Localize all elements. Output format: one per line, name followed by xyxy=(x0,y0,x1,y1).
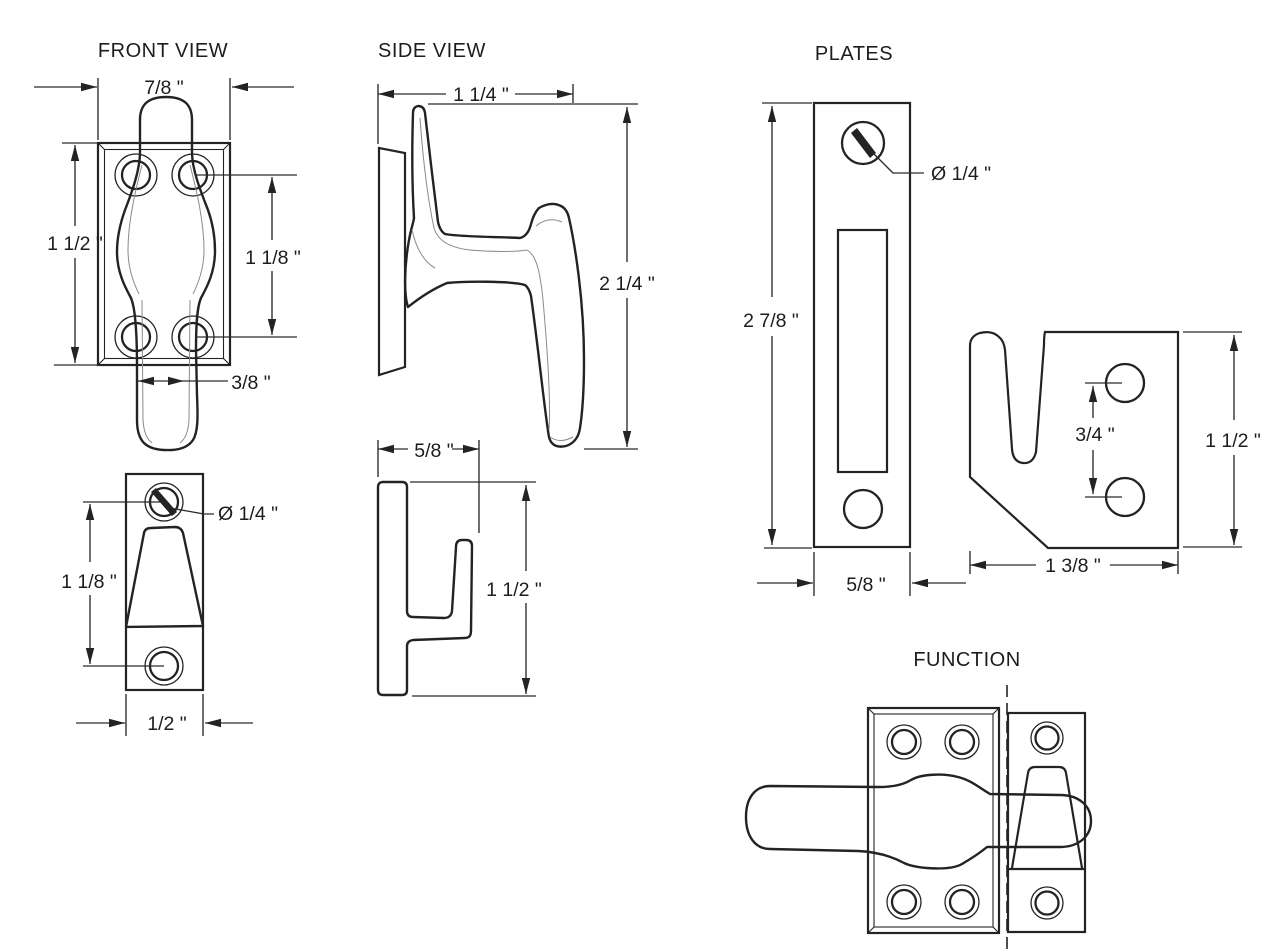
side-mount-strip xyxy=(377,146,407,377)
function-handle xyxy=(744,773,1093,870)
front-latch-plate xyxy=(96,141,232,367)
dim-label-front-height: 1 1/2 " xyxy=(47,233,103,255)
plates-title: PLATES xyxy=(815,43,893,65)
dim-label-side-keeper-depth: 5/8 " xyxy=(414,440,454,462)
dim-front-hole-spacing: 1 1/8 " xyxy=(196,174,301,338)
front-keeper-plate xyxy=(124,472,205,692)
side-view-title: SIDE VIEW xyxy=(378,40,486,62)
dim-label-keeper-screw-dia: Ø 1/4 " xyxy=(218,503,278,525)
function-title: FUNCTION xyxy=(913,649,1020,671)
hook-plate xyxy=(968,330,1180,550)
dim-side-keeper-depth: 5/8 " xyxy=(377,440,480,533)
dim-label-keeper-hole-spacing: 1 1/8 " xyxy=(61,571,117,593)
dim-label-strike-height: 2 7/8 " xyxy=(743,310,799,332)
dim-front-handle-width: 3/8 " xyxy=(138,372,271,394)
dim-front-plate-height: 1 1/2 " xyxy=(47,142,103,366)
front-keeper-ramp xyxy=(124,525,205,629)
front-view: FRONT VIEW 7/8 " xyxy=(34,40,301,452)
side-handle xyxy=(403,104,586,448)
side-keeper: 5/8 " 1 1/2 " xyxy=(376,440,542,697)
side-keeper-profile xyxy=(376,480,474,697)
dim-side-height: 2 1/4 " xyxy=(428,103,655,450)
front-view-title: FRONT VIEW xyxy=(98,40,228,62)
strike-plate xyxy=(812,101,912,549)
side-view: SIDE VIEW 1 1/4 " 2 1/4 " xyxy=(377,40,655,450)
dim-label-front-handle-width: 3/8 " xyxy=(231,372,271,394)
dim-keeper-screw-dia: Ø 1/4 " xyxy=(169,503,278,525)
function-keeper-plate xyxy=(1006,711,1087,934)
dim-front-plate-width: 7/8 " xyxy=(34,77,294,140)
dim-label-hook-height: 1 1/2 " xyxy=(1205,430,1261,452)
front-keeper: Ø 1/4 " 1 1/8 " 1/2 " xyxy=(61,472,278,736)
dim-hook-height: 1 1/2 " xyxy=(1183,331,1261,548)
dim-strike-screw-dia: Ø 1/4 " xyxy=(870,150,991,185)
dim-side-depth: 1 1/4 " xyxy=(377,84,574,144)
dim-label-keeper-width: 1/2 " xyxy=(147,713,187,735)
dim-label-strike-screw-dia: Ø 1/4 " xyxy=(931,163,991,185)
dim-hook-hole-spacing: 3/4 " xyxy=(1075,382,1122,498)
dim-label-side-keeper-height: 1 1/2 " xyxy=(486,579,542,601)
dim-label-hook-width: 1 3/8 " xyxy=(1045,555,1101,577)
dim-keeper-hole-spacing: 1 1/8 " xyxy=(61,501,164,667)
plates-section: PLATES Ø 1/4 " 2 7/8 " 5/8 " xyxy=(743,43,1261,596)
dim-hook-width: 1 3/8 " xyxy=(969,551,1179,577)
dim-side-keeper-height: 1 1/2 " xyxy=(410,481,542,697)
dim-strike-width: 5/8 " xyxy=(757,552,966,596)
dim-label-side-depth: 1 1/4 " xyxy=(453,84,509,106)
dim-label-side-height: 2 1/4 " xyxy=(599,273,655,295)
dim-label-front-hole-spacing: 1 1/8 " xyxy=(245,247,301,269)
dim-strike-height: 2 7/8 " xyxy=(743,102,812,549)
dim-label-hook-hole-spacing: 3/4 " xyxy=(1075,424,1115,446)
dim-label-strike-width: 5/8 " xyxy=(846,574,886,596)
function-view: FUNCTION xyxy=(744,649,1093,950)
function-latch-plate xyxy=(866,706,1001,935)
dim-keeper-width: 1/2 " xyxy=(76,694,253,736)
dim-label-front-width: 7/8 " xyxy=(144,77,184,99)
front-handle xyxy=(115,95,217,452)
